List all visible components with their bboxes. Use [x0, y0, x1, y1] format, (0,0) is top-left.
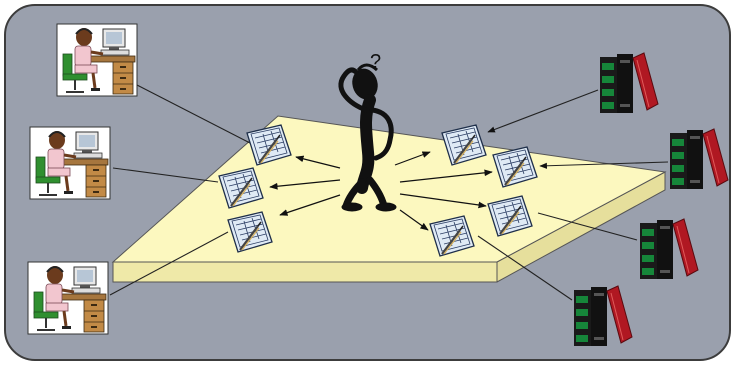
arrow — [295, 155, 341, 169]
operator-at-desk-icon — [26, 260, 110, 336]
book-connectors — [477, 89, 669, 301]
connector-line — [477, 235, 573, 301]
connector-arrow — [539, 161, 669, 169]
connector-line — [109, 231, 229, 296]
confused-person-icon — [338, 63, 397, 212]
arrow — [399, 209, 429, 231]
connector-line — [537, 212, 638, 241]
operator-at-desk-icon — [28, 125, 112, 201]
question-mark: ? — [370, 51, 381, 73]
figure-arrows — [269, 151, 493, 231]
arrow — [269, 179, 341, 190]
operator-connectors — [109, 84, 251, 296]
connector-line — [136, 84, 251, 144]
arrow — [394, 151, 431, 166]
operator-at-desk-icon — [55, 22, 139, 98]
connector-arrow — [487, 89, 599, 133]
arrow — [399, 193, 487, 209]
connector-line — [112, 167, 219, 183]
arrow — [399, 169, 493, 183]
arrow — [279, 194, 341, 216]
